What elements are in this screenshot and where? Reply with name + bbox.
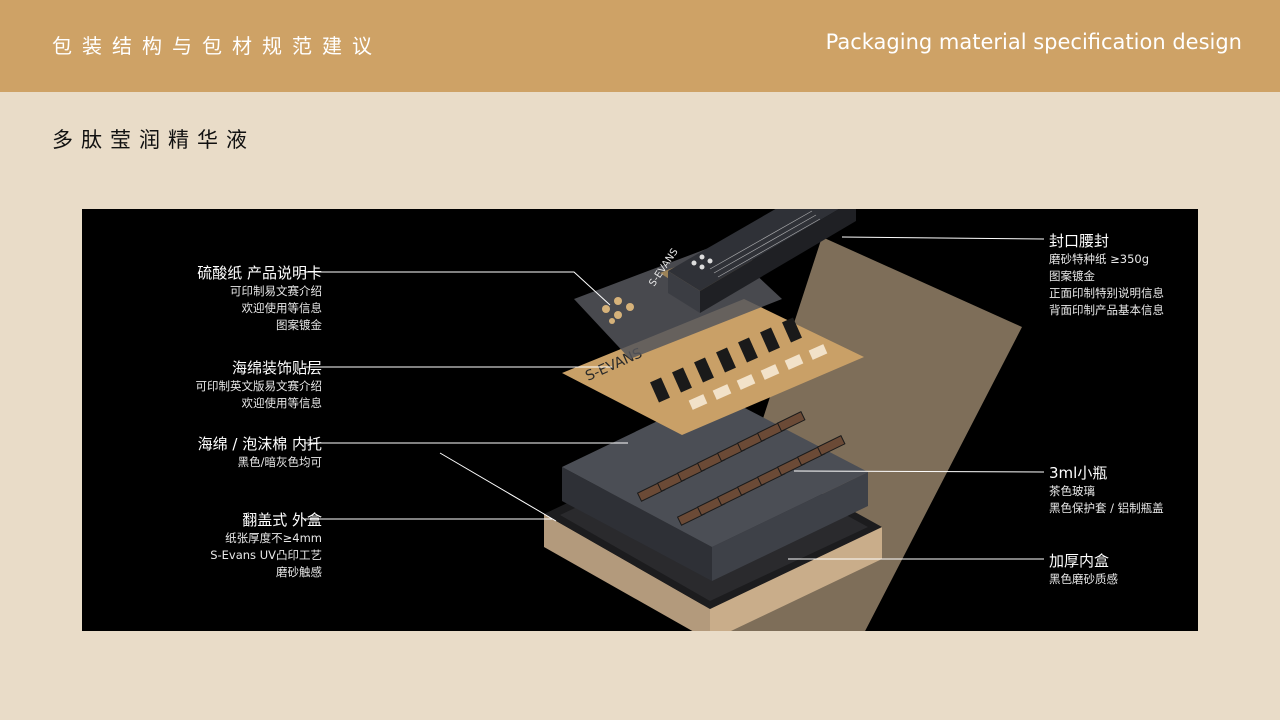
header-bar: 包装结构与包材规范建议 Packaging material specifica… <box>0 0 1280 92</box>
callout-sulfuric-card: 硫酸纸 产品说明卡 可印制易文赛介绍 欢迎使用等信息 图案镀金 <box>197 263 322 334</box>
callout-title: 加厚内盒 <box>1049 552 1110 570</box>
callout-vial: 3ml小瓶 茶色玻璃 黑色保护套 / 铝制瓶盖 <box>1049 463 1164 517</box>
page-title-cn: 包装结构与包材规范建议 <box>52 34 382 58</box>
callout-line: 正面印制特别说明信息 <box>1049 286 1164 300</box>
page-title-en: Packaging material specification design <box>825 30 1242 54</box>
vials <box>636 411 846 526</box>
callout-line: 可印制英文版易文赛介绍 <box>195 379 323 393</box>
callout-line: 欢迎使用等信息 <box>241 301 323 315</box>
waistband-sleeve: S-EVANS <box>647 209 856 313</box>
callout-line: 可印制易文赛介绍 <box>230 284 322 298</box>
callout-title: 硫酸纸 产品说明卡 <box>197 264 322 282</box>
callout-line: 黑色磨砂质感 <box>1049 572 1118 586</box>
inner-box <box>562 393 868 581</box>
callout-outer-box: 翻盖式 外盒 纸张厚度不≥4mm S-Evans UV凸印工艺 磨砂触感 <box>210 510 322 581</box>
callout-inner-box: 加厚内盒 黑色磨砂质感 <box>1049 551 1118 588</box>
callout-line: 磨砂触感 <box>276 565 322 579</box>
callout-line: 茶色玻璃 <box>1049 484 1095 498</box>
callout-line: 图案镀金 <box>1049 269 1095 283</box>
callout-title: 海绵 / 泡沫棉 内托 <box>197 435 322 453</box>
callout-title: 3ml小瓶 <box>1049 464 1108 482</box>
sponge-decor-layer: S-EVANS <box>562 299 864 435</box>
exploded-diagram-panel: S-EVANS S-EVANS <box>82 209 1198 631</box>
callout-line: 纸张厚度不≥4mm <box>225 531 322 545</box>
callout-sponge-tray: 海绵 / 泡沫棉 内托 黑色/暗灰色均可 <box>198 434 322 471</box>
callout-line: 欢迎使用等信息 <box>241 396 323 410</box>
callout-sponge-decor: 海绵装饰贴层 可印制英文版易文赛介绍 欢迎使用等信息 <box>196 358 323 412</box>
product-name: 多肽莹润精华液 <box>52 128 255 152</box>
callout-title: 封口腰封 <box>1049 232 1110 250</box>
callout-line: 背面印制产品基本信息 <box>1049 303 1164 317</box>
callout-line: 磨砂特种纸 ≥350g <box>1049 252 1150 266</box>
leader-lines <box>304 236 1045 560</box>
callout-waistband: 封口腰封 磨砂特种纸 ≥350g 图案镀金 正面印制特别说明信息 背面印制产品基… <box>1049 231 1164 319</box>
callout-line: S-Evans UV凸印工艺 <box>210 548 322 562</box>
callout-line: 黑色/暗灰色均可 <box>237 455 322 469</box>
callout-line: 图案镀金 <box>276 318 322 332</box>
callout-title: 海绵装饰贴层 <box>231 359 322 377</box>
packaging-illustration: S-EVANS S-EVANS <box>304 209 1045 631</box>
callout-line: 黑色保护套 / 铝制瓶盖 <box>1049 501 1164 515</box>
callout-title: 翻盖式 外盒 <box>242 511 322 529</box>
